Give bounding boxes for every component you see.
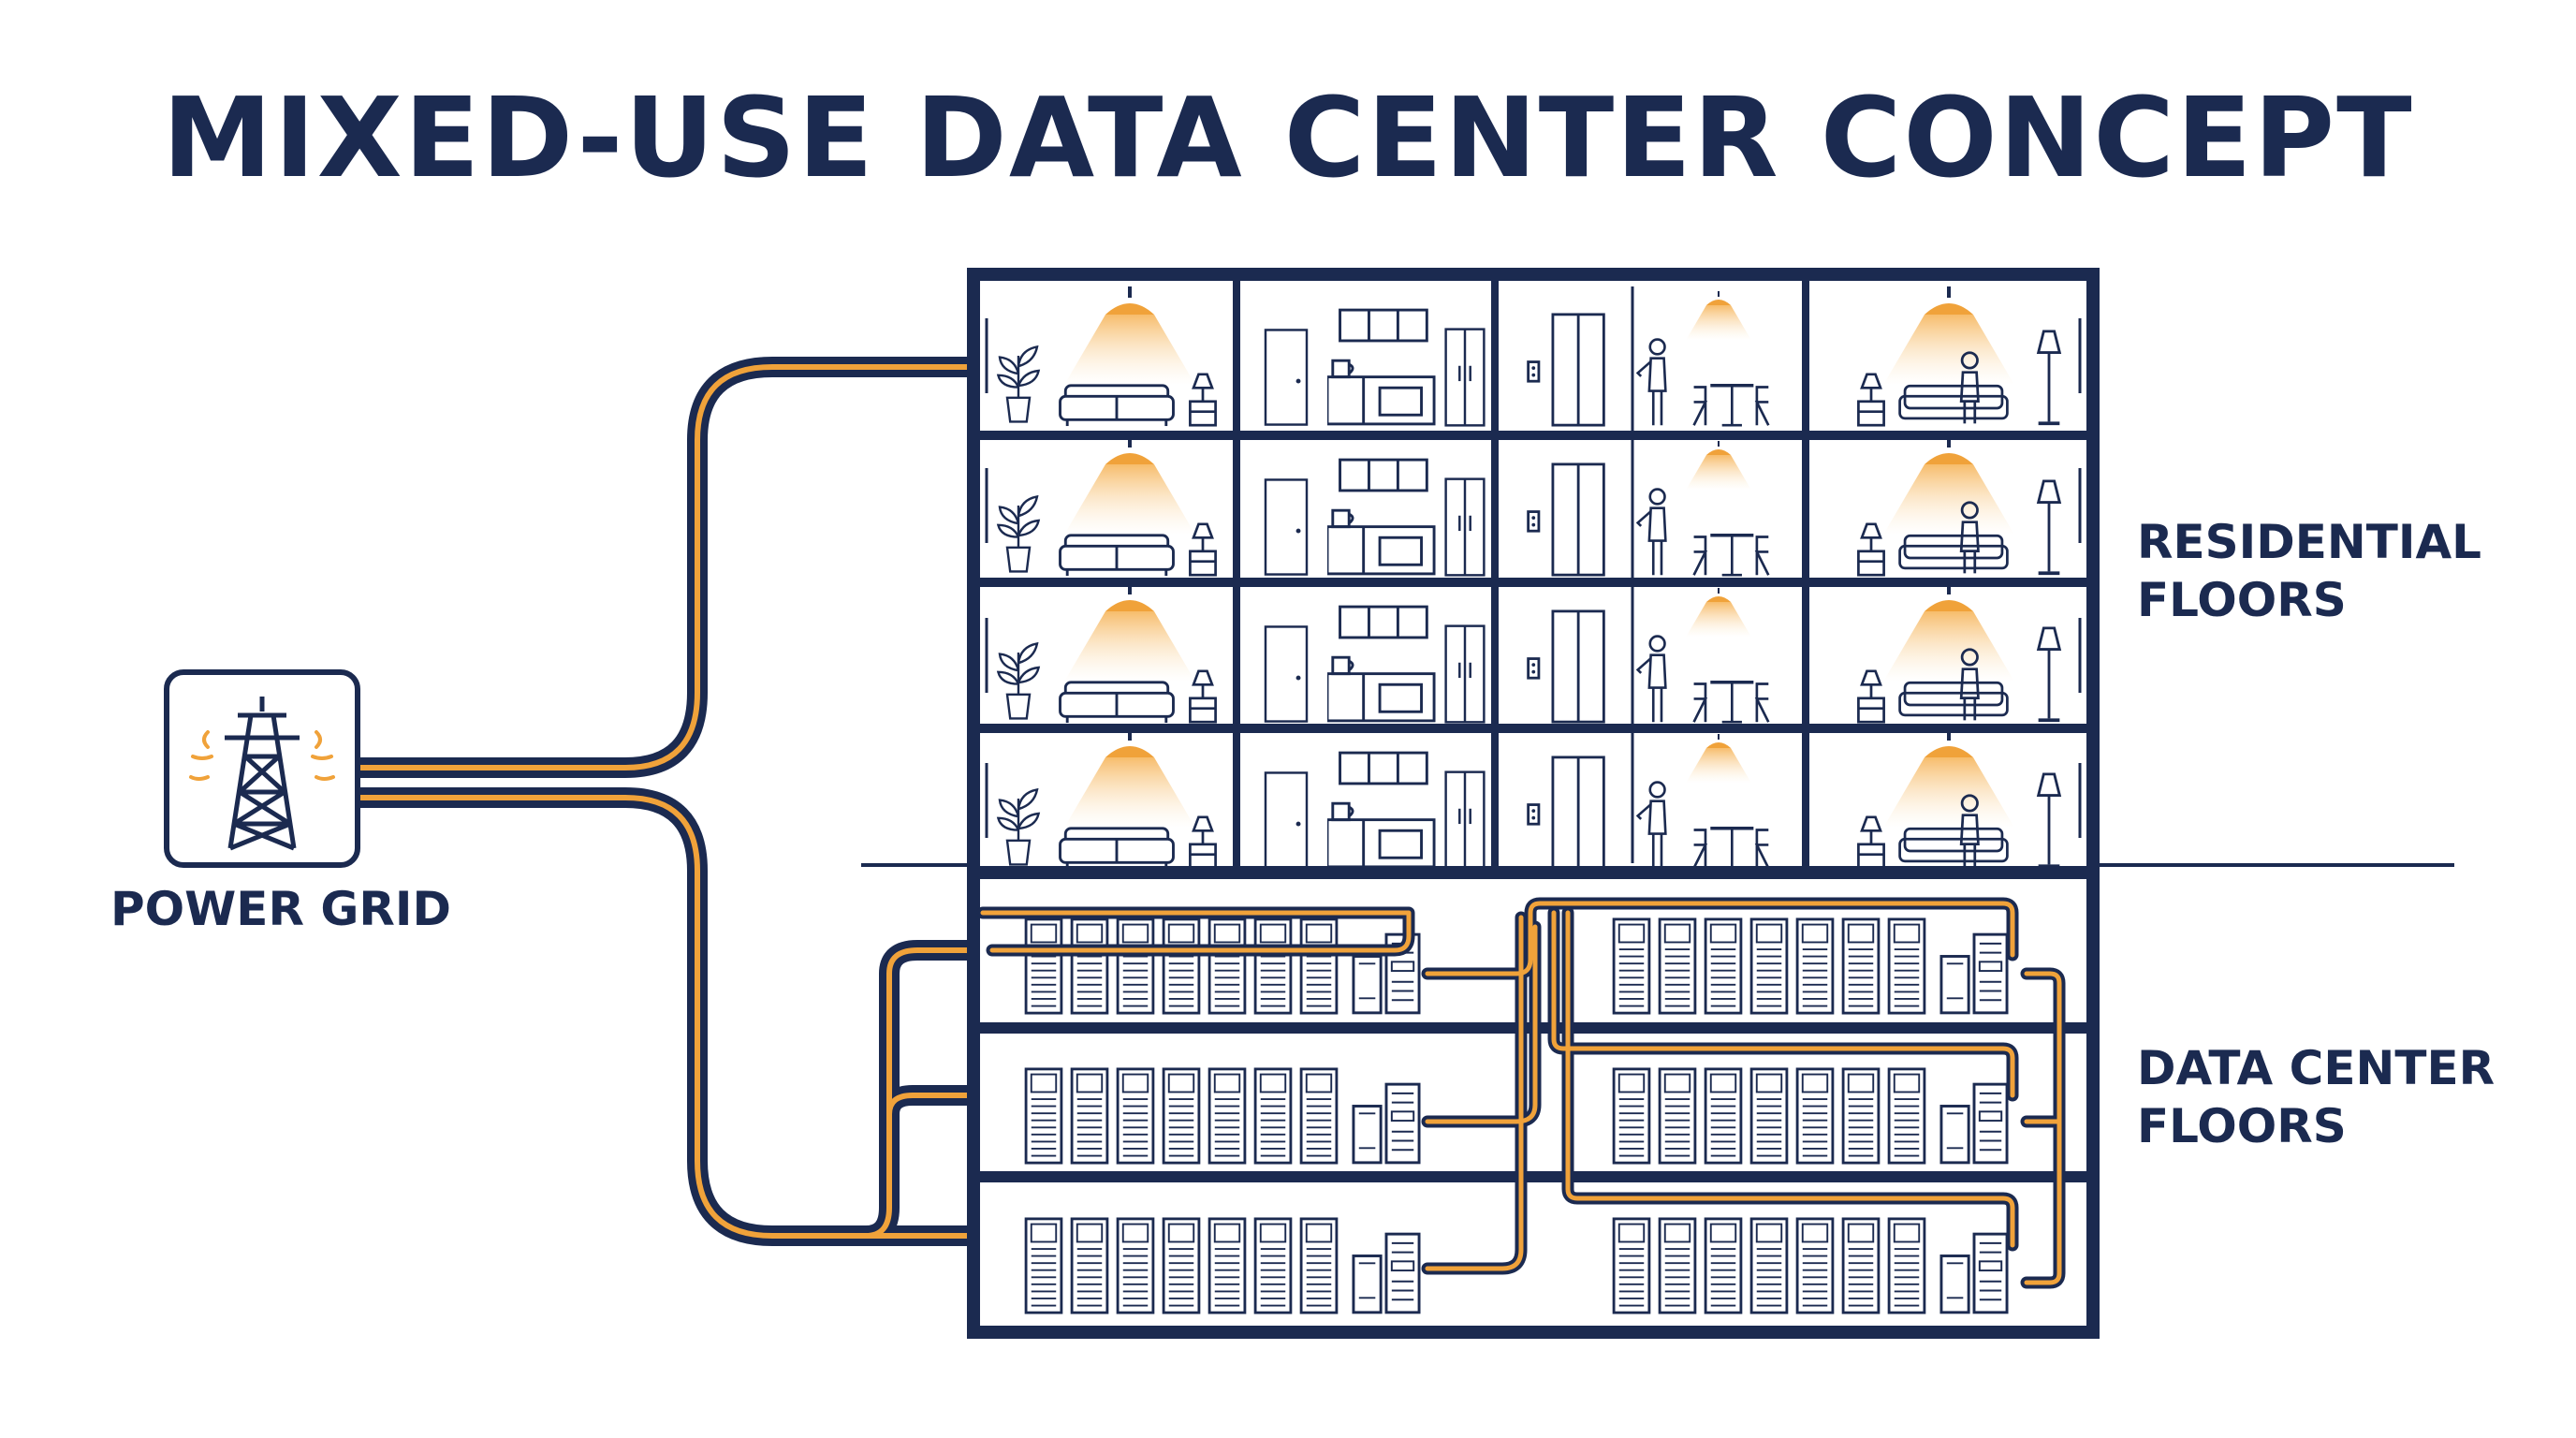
datacenter-label-line2: FLOORS	[2137, 1099, 2347, 1153]
server-rack-icon	[1116, 1217, 1155, 1314]
server-rack-icon	[1749, 917, 1789, 1015]
server-rack-icon	[1116, 917, 1155, 1015]
server-rack-icon	[1841, 917, 1881, 1015]
server-rack-icon	[1887, 1217, 1926, 1314]
power-grid-box	[164, 669, 360, 868]
power-cables	[347, 357, 988, 1246]
datacenter-label-line1: DATA CENTER	[2137, 1041, 2496, 1095]
server-rack-icon	[1795, 1067, 1835, 1165]
server-rack-icon	[1208, 917, 1247, 1015]
server-rack-icon	[1841, 1217, 1881, 1314]
residential-label-line2: FLOORS	[2137, 573, 2347, 627]
server-rack-icon	[1253, 917, 1293, 1015]
server-rack-icon	[1795, 917, 1835, 1015]
server-rack-icon	[1704, 1067, 1743, 1165]
server-rack-icon	[1887, 1067, 1926, 1165]
server-rack-icon	[1162, 917, 1201, 1015]
server-links	[976, 897, 2066, 1289]
room-dividers	[1233, 281, 1809, 870]
server-rack-icon	[1658, 1217, 1697, 1314]
residential-floors-label: RESIDENTIAL FLOORS	[2137, 513, 2481, 629]
page-title: MIXED-USE DATA CENTER CONCEPT	[162, 73, 2414, 202]
server-rack-icon	[1299, 1217, 1339, 1314]
server-rack-icon	[1070, 1217, 1109, 1314]
residential-label-line1: RESIDENTIAL	[2137, 515, 2482, 569]
server-rack-icon	[1887, 917, 1926, 1015]
table-icon	[1691, 680, 1771, 724]
server-rack-icon	[1208, 1067, 1247, 1165]
server-rack-icon	[1162, 1067, 1201, 1165]
server-rack-icon	[1612, 917, 1651, 1015]
server-rack-icon	[1299, 1067, 1339, 1165]
server-rack-icon	[1024, 917, 1063, 1015]
server-rack-icon	[1841, 1067, 1881, 1165]
server-rack-icon	[1704, 1217, 1743, 1314]
server-rack-icon	[1253, 1217, 1293, 1314]
server-rack-icon	[1658, 917, 1697, 1015]
server-rack-icon	[1612, 1067, 1651, 1165]
server-rack-icon	[1299, 917, 1339, 1015]
server-rack-icon	[1612, 1217, 1651, 1314]
server-rack-icon	[1162, 1217, 1201, 1314]
server-rack-icon	[1024, 1217, 1063, 1314]
transmission-tower-icon	[225, 697, 300, 851]
server-rack-icon	[1749, 1067, 1789, 1165]
server-rack-icon	[1070, 1067, 1109, 1165]
server-rack-icon	[1208, 1217, 1247, 1314]
server-rack-icon	[1253, 1067, 1293, 1165]
table-icon	[1691, 533, 1771, 577]
server-rack-icon	[1070, 917, 1109, 1015]
server-rack-icon	[1749, 1217, 1789, 1314]
power-grid-label: POWER GRID	[110, 882, 452, 936]
datacenter-floors-label: DATA CENTER FLOORS	[2137, 1039, 2495, 1155]
server-rack-icon	[1658, 1067, 1697, 1165]
table-icon	[1691, 383, 1771, 427]
server-rack-icon	[1704, 917, 1743, 1015]
server-rack-icon	[1024, 1067, 1063, 1165]
server-rack-icon	[1795, 1217, 1835, 1314]
server-rack-icon	[1116, 1067, 1155, 1165]
table-icon	[1691, 826, 1771, 870]
